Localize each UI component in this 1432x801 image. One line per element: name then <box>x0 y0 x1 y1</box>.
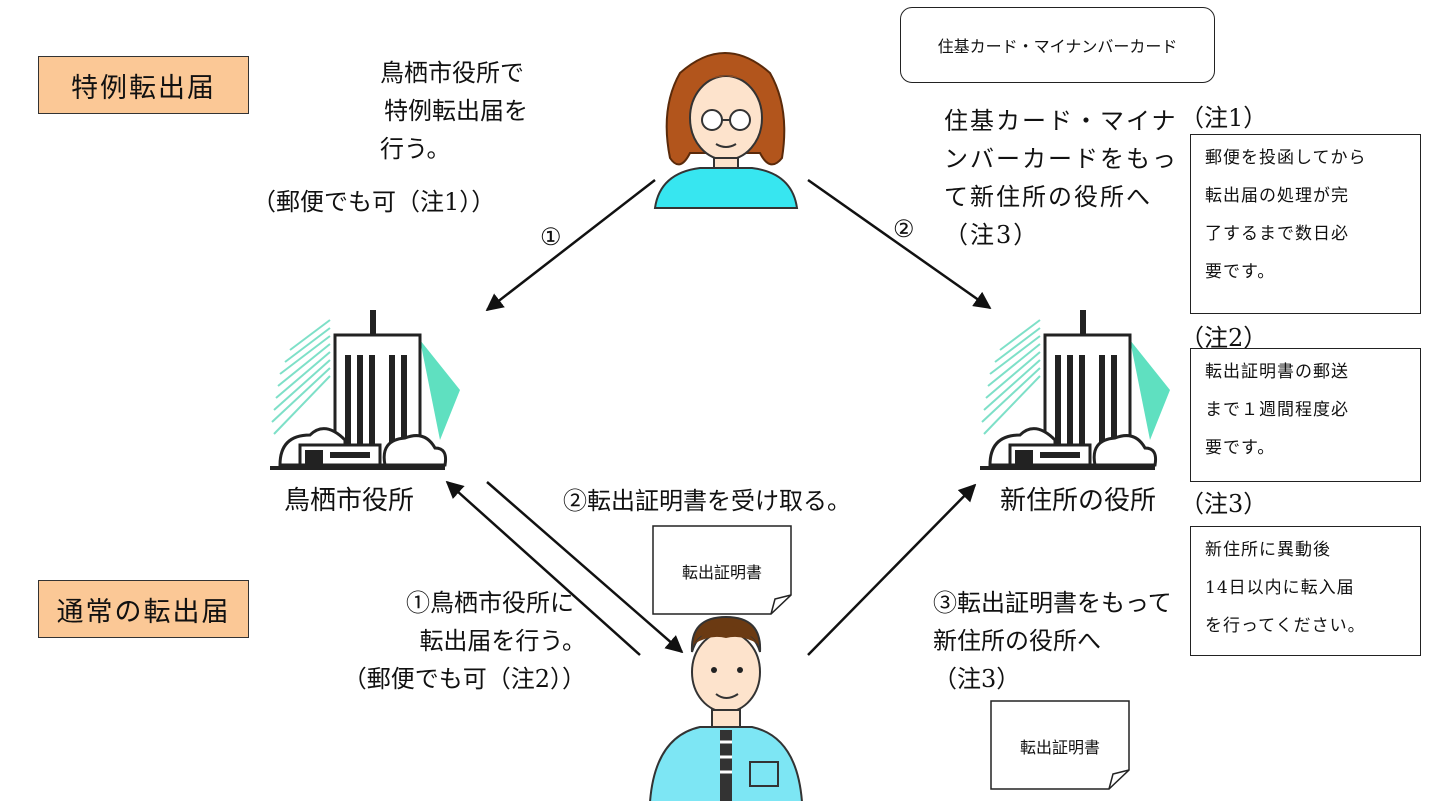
normal-moveout-label: 通常の転出届 <box>38 580 249 638</box>
special-moveout-instruction: 鳥栖市役所で 特例転出届を 行う。 <box>380 59 528 163</box>
special-moveout-label: 特例転出届 <box>38 56 249 114</box>
special-moveout-mail-note: （郵便でも可（注1）） <box>252 188 496 216</box>
card-to-new-office-text: 住基カード・マイナ ンバーカードをもっ て新住所の役所へ （注3） <box>944 107 1178 249</box>
note3-box: 新住所に異動後 14日以内に転入届 を行ってください。 <box>1190 526 1421 656</box>
step1-special-marker: ① <box>540 223 562 251</box>
arrow-man-to-tosu <box>445 480 641 656</box>
note1-heading: （注1） <box>1180 104 1268 132</box>
note2-heading: （注2） <box>1180 324 1268 352</box>
note3-heading: （注3） <box>1180 490 1268 518</box>
new-city-office-icon <box>980 310 1170 470</box>
bring-certificate-text: ③転出証明書をもって 新住所の役所へ （注3） <box>933 589 1172 693</box>
step2-special-marker: ② <box>893 215 915 243</box>
note1-box: 郵便を投函してから 転出届の処理が完 了するまで数日必 要です。 <box>1190 134 1421 314</box>
tosu-city-office-label: 鳥栖市役所 <box>284 486 415 516</box>
normal-moveout-instruction: ①鳥栖市役所に 転出届を行う。 （郵便でも可（注2）） <box>342 589 586 693</box>
moveout-certificate-doc-2: 転出証明書 <box>990 700 1130 790</box>
moveout-certificate-doc-1: 転出証明書 <box>652 525 792 615</box>
tosu-city-office-icon <box>270 310 460 470</box>
arrow-woman-to-tosu <box>485 179 656 312</box>
new-city-office-label: 新住所の役所 <box>1000 486 1157 516</box>
my-number-card-box: 住基カード・マイナンバーカード <box>900 7 1215 83</box>
man-icon <box>649 615 803 801</box>
note2-box: 転出証明書の郵送 まで１週間程度必 要です。 <box>1190 348 1421 482</box>
arrow-tosu-to-man <box>486 481 684 654</box>
arrow-woman-to-new <box>807 178 992 310</box>
arrow-man-to-new <box>807 483 977 656</box>
woman-icon <box>653 52 799 209</box>
receive-certificate-text: ②転出証明書を受け取る。 <box>563 487 851 515</box>
